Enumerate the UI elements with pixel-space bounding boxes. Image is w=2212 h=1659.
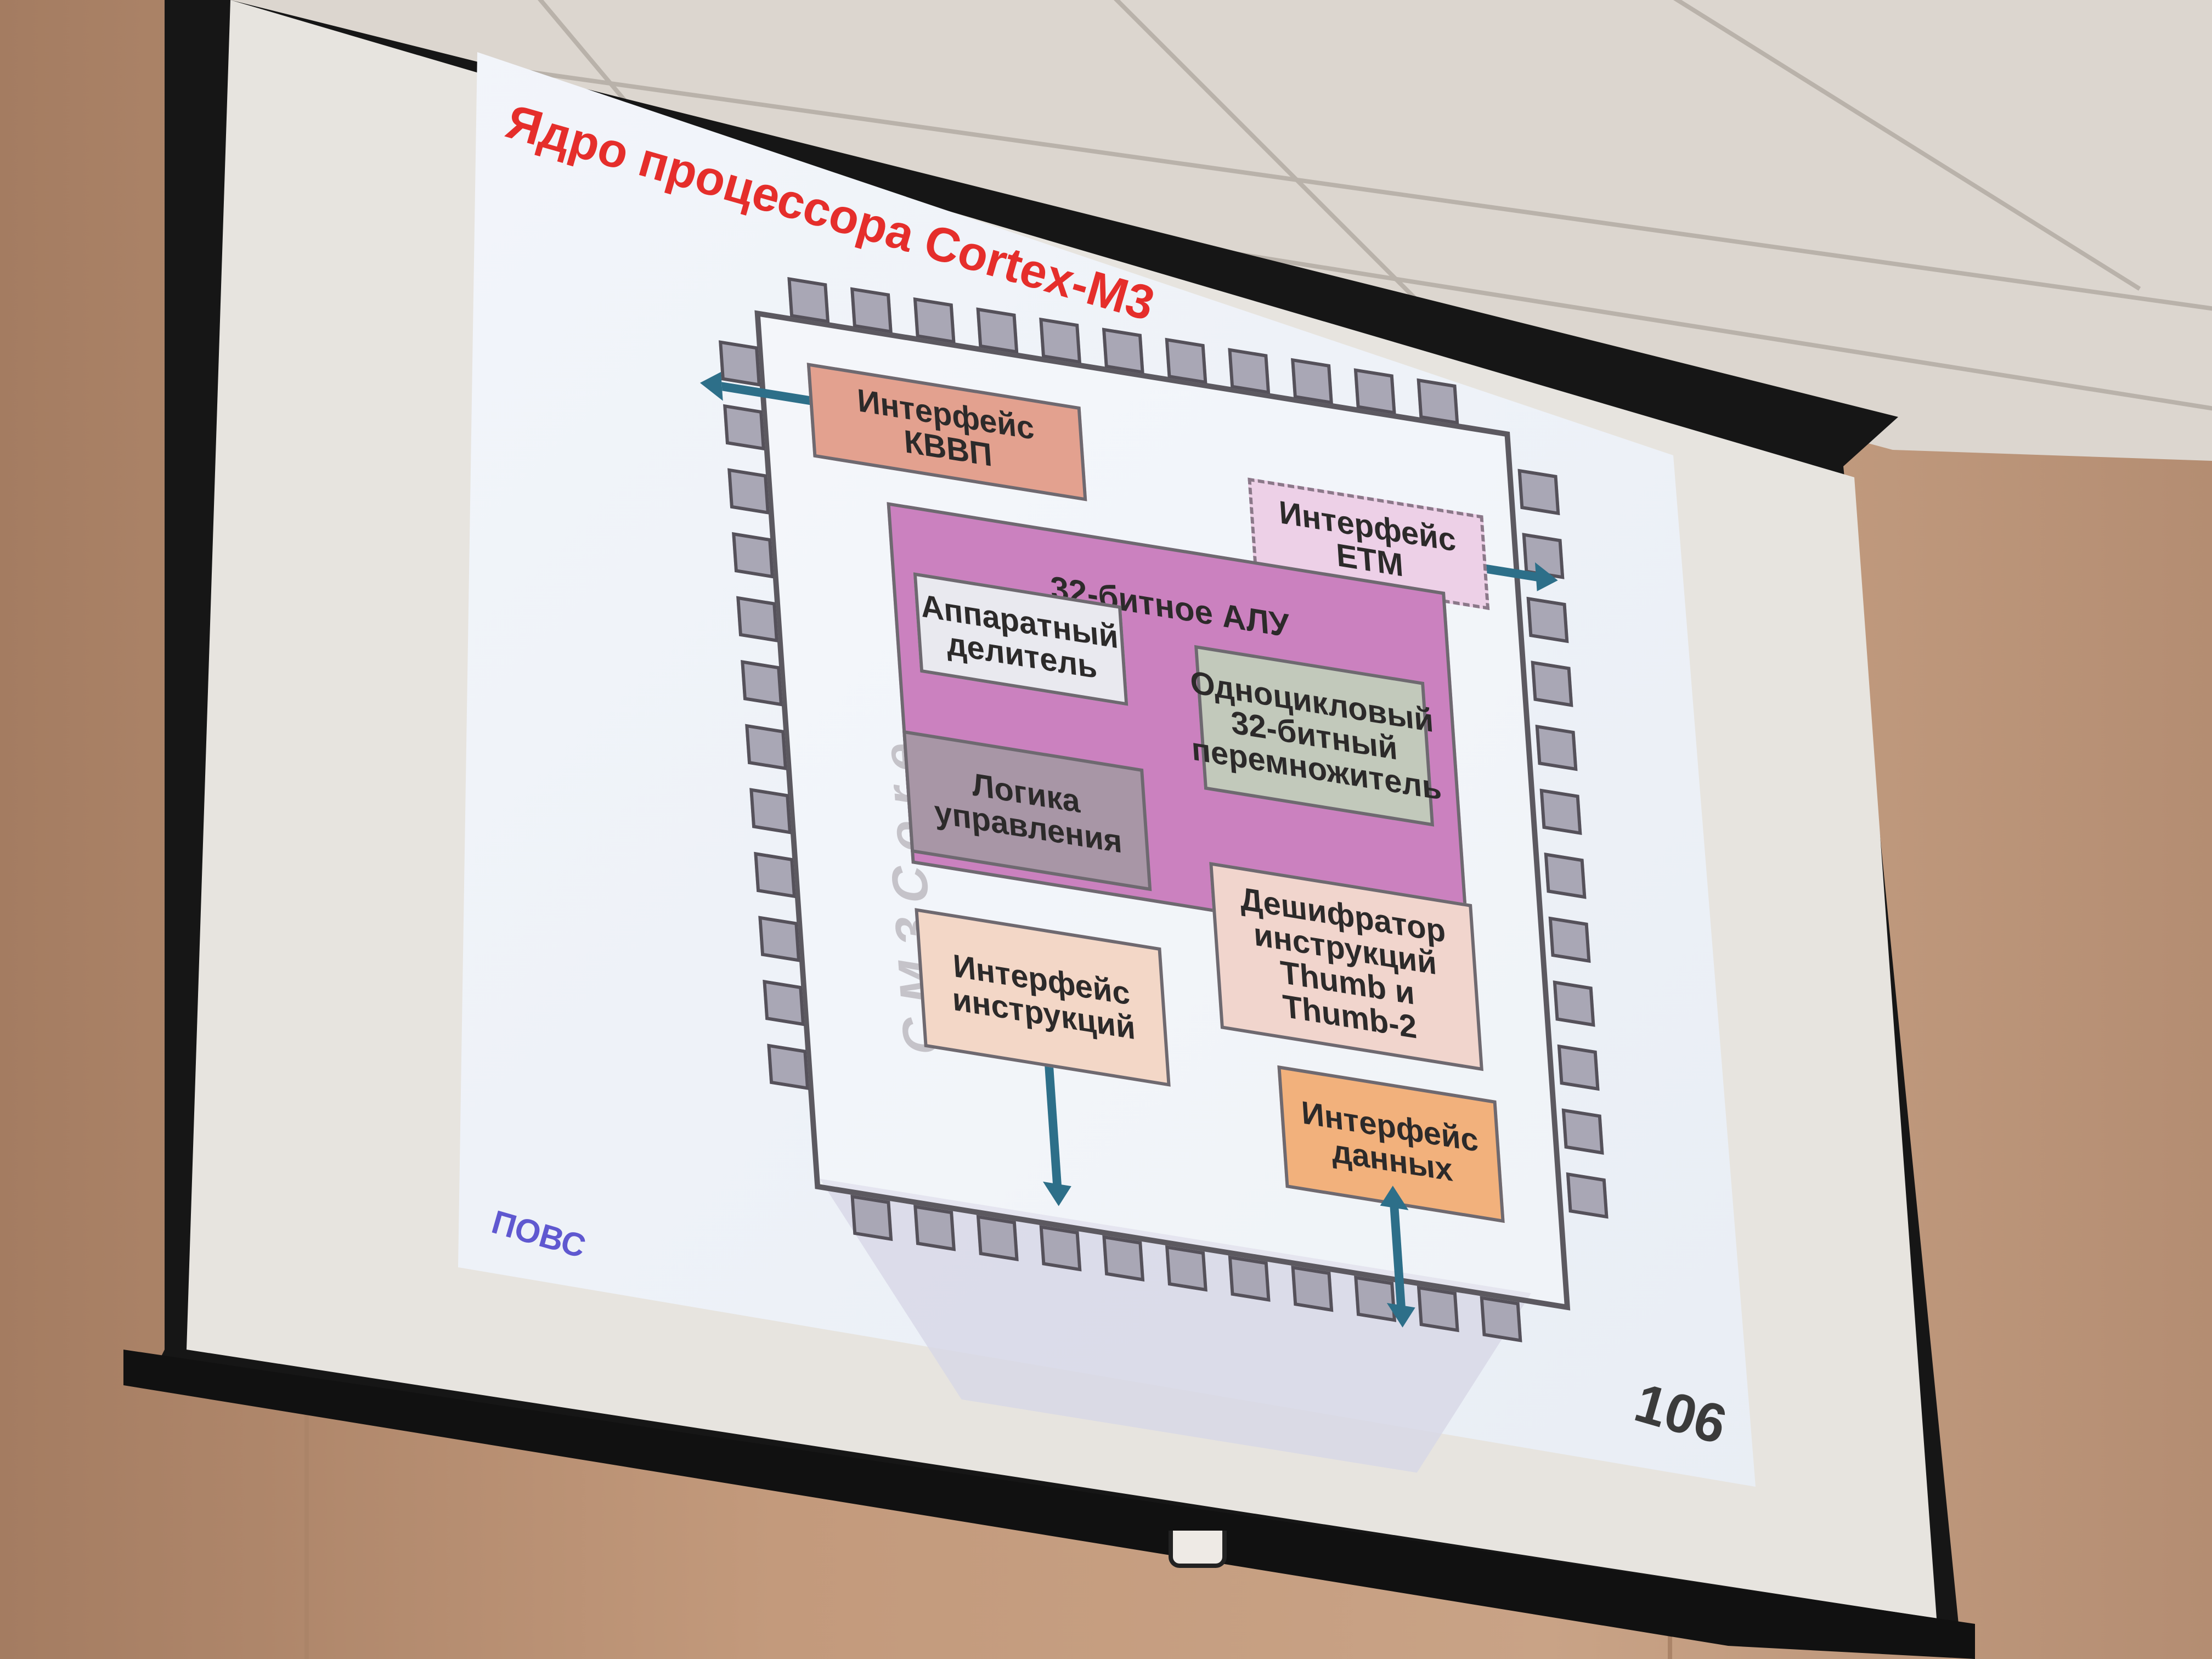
- pin: [732, 532, 774, 579]
- pin: [1557, 1044, 1600, 1091]
- block-data-interface-label: Интерфейс данных: [1300, 1094, 1480, 1189]
- pin: [741, 660, 783, 707]
- pin: [1417, 1285, 1459, 1333]
- pin: [749, 788, 792, 834]
- pin: [1480, 1296, 1522, 1342]
- arrow-head-down-2: [1386, 1302, 1417, 1330]
- pin: [1039, 317, 1082, 364]
- pin: [736, 596, 779, 643]
- pin: [1417, 378, 1459, 425]
- block-kvvp-label: Интерфейс КВВП: [856, 382, 1036, 474]
- pin: [1228, 348, 1271, 394]
- pin: [787, 277, 830, 324]
- pin: [850, 287, 893, 334]
- pin: [754, 851, 797, 899]
- pin: [1531, 661, 1573, 707]
- block-instruction-decoder-label: Дешифратор инструкций Thumb и Thumb-2: [1239, 881, 1447, 1046]
- arrow-head-down: [1042, 1181, 1073, 1209]
- pin: [758, 916, 801, 962]
- pin: [1165, 337, 1207, 385]
- pin: [1039, 1224, 1082, 1272]
- block-control-logic-label: Логика управления: [933, 766, 1124, 860]
- block-hardware-divider-label: Аппаратный делитель: [919, 588, 1120, 686]
- pin: [1102, 1235, 1145, 1282]
- chip-outline: CM3Core: [699, 277, 1609, 1342]
- pin: [745, 724, 788, 771]
- pin: [1539, 788, 1582, 835]
- block-kvvp-interface: Интерфейс КВВП: [806, 363, 1087, 501]
- pin: [723, 404, 765, 451]
- arrow-head-up: [1378, 1183, 1409, 1210]
- pin: [719, 340, 761, 387]
- pin: [976, 307, 1019, 354]
- block-instruction-interface-label: Интерфейс инструкций: [951, 947, 1137, 1047]
- arrow-head-right: [1534, 562, 1559, 595]
- block-instruction-interface: Интерфейс инструкций: [915, 908, 1171, 1087]
- pin: [1526, 596, 1569, 644]
- pin: [1548, 916, 1591, 963]
- pin: [1566, 1172, 1609, 1219]
- pin: [1228, 1255, 1271, 1302]
- arrow-head-left: [699, 368, 723, 401]
- pin: [976, 1215, 1019, 1262]
- pin: [1535, 724, 1578, 771]
- screen-pull-handle: [1169, 1531, 1227, 1568]
- pin: [1517, 469, 1560, 516]
- block-multiplier-label: Одноцикловый 32-битный перемножитель: [1189, 663, 1443, 808]
- arrow-kvvp: [721, 382, 810, 405]
- pin: [763, 979, 805, 1026]
- pin: [1165, 1245, 1207, 1292]
- pin: [1291, 1265, 1334, 1312]
- arrow-instruction-bus: [1045, 1066, 1062, 1190]
- pin: [1291, 358, 1333, 405]
- pin: [913, 1205, 956, 1251]
- pin: [850, 1194, 893, 1242]
- diagram-area: CM3Core: [699, 258, 1609, 1368]
- pin: [767, 1043, 810, 1091]
- wall-seam-lower: [304, 1383, 309, 1659]
- pin: [1553, 980, 1595, 1027]
- pin: [1102, 328, 1144, 374]
- pin: [1561, 1108, 1604, 1155]
- pin: [1544, 853, 1587, 899]
- pin: [727, 468, 770, 515]
- pin: [913, 297, 956, 344]
- pin: [1353, 368, 1396, 415]
